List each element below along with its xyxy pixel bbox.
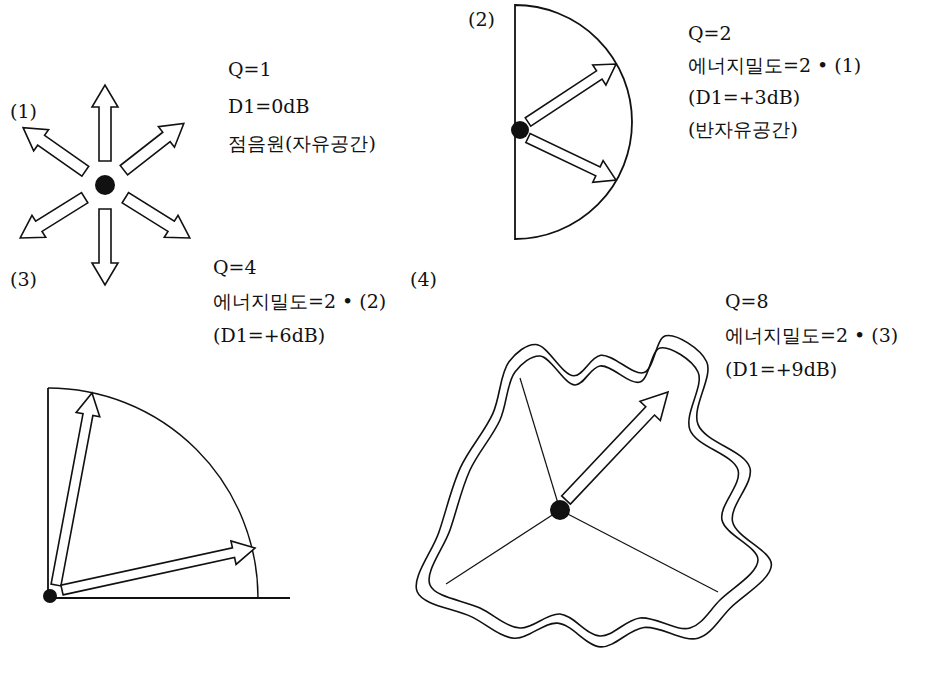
label-text: Q=1	[228, 58, 272, 81]
half-sphere	[515, 5, 632, 239]
label-text: (D1=+3dB)	[688, 86, 800, 109]
sound-arrow	[61, 541, 255, 595]
quarter-space-figure	[43, 388, 290, 603]
sound-arrow	[526, 133, 616, 182]
sound-arrow	[92, 209, 118, 285]
source-dot	[43, 589, 57, 603]
inner-outline	[429, 348, 758, 636]
sound-arrow	[20, 193, 88, 238]
label-text: 에너지밀도=2 • (3)	[725, 324, 898, 347]
corner-edge	[520, 378, 560, 510]
label-text: Q=2	[688, 22, 732, 45]
label-text: (D1=+9dB)	[725, 358, 837, 381]
label-text: 점음원(자유공간)	[228, 132, 376, 155]
sound-arrow	[23, 128, 89, 177]
label-text: (D1=+6dB)	[213, 324, 325, 347]
outer-outline	[416, 336, 771, 647]
source-dot	[550, 500, 570, 520]
label-text: (반자유공간)	[688, 118, 798, 141]
corner-figure	[416, 336, 771, 647]
sound-arrow	[120, 123, 184, 175]
label-text: (4)	[410, 268, 437, 291]
sound-arrow	[525, 64, 616, 126]
label-text: D1=0dB	[228, 95, 309, 118]
label-text: (2)	[468, 8, 495, 31]
label-text: 에너지밀도=2 • (2)	[213, 290, 386, 313]
label-text: (3)	[10, 268, 37, 291]
half-space-figure	[511, 5, 632, 239]
sound-arrow	[92, 85, 118, 161]
source-dot	[95, 175, 115, 195]
label-text: (1)	[10, 100, 37, 123]
free-field-figure	[20, 85, 190, 285]
label-text: 에너지밀도=2 • (1)	[688, 54, 861, 77]
corner-edge	[446, 510, 560, 584]
sound-arrow	[51, 393, 100, 586]
label-text: Q=8	[725, 290, 769, 313]
corner-edge	[560, 510, 718, 592]
sound-arrow	[122, 193, 190, 238]
walls	[48, 388, 290, 598]
label-text: Q=4	[213, 256, 257, 279]
quarter-sphere	[48, 388, 258, 598]
source-dot	[511, 121, 529, 139]
sound-arrow	[562, 392, 668, 504]
